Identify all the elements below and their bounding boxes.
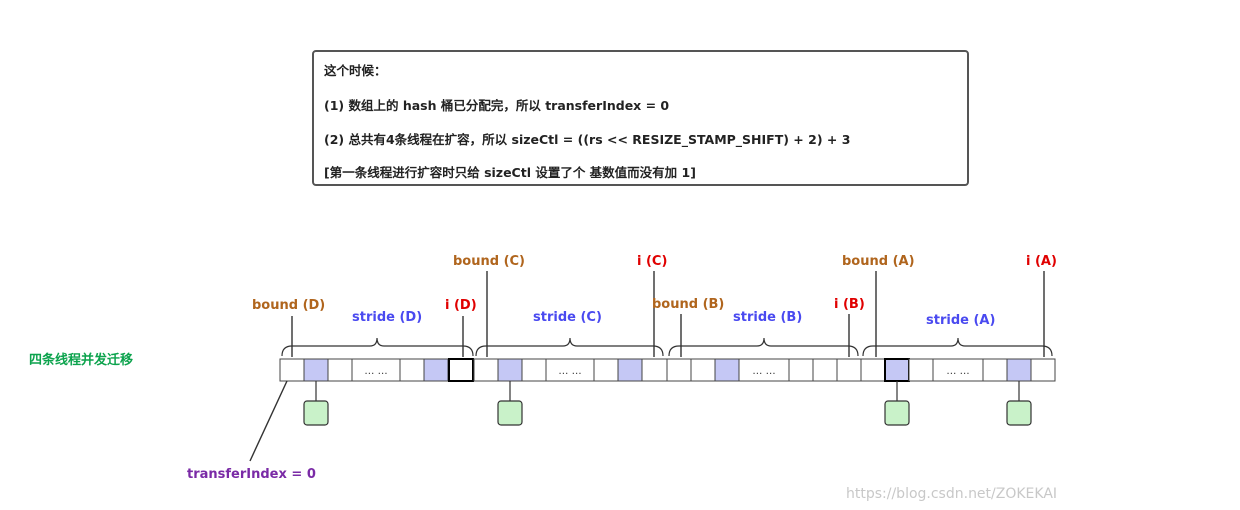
array-cell: [788, 358, 814, 382]
array-cell: [812, 358, 838, 382]
bound-b-label: bound (B): [652, 297, 725, 312]
i-c-label: i (C): [637, 254, 668, 269]
bucket-nodes: [303, 381, 1032, 426]
i-b-label: i (B): [834, 297, 865, 312]
array-cell-occupied: [1006, 358, 1032, 382]
list-node: [497, 400, 523, 426]
array-cell: [982, 358, 1008, 382]
stride-d-label: stride (D): [352, 310, 423, 325]
stride-braces: [281, 337, 1053, 357]
array-cell: [593, 358, 619, 382]
bound-a-label: bound (A): [842, 254, 915, 269]
i-d-label: i (D): [445, 298, 477, 313]
bound-c-label: bound (C): [453, 254, 526, 269]
list-node: [1006, 400, 1032, 426]
stride-a-label: stride (A): [926, 313, 996, 328]
i-a-label: i (A): [1026, 254, 1057, 269]
array-cell: [860, 358, 886, 382]
stride-b-label: stride (B): [733, 310, 803, 325]
array-cell-occupied: [303, 358, 329, 382]
array-cell-occupied: [497, 358, 523, 382]
ellipsis-text: … …: [364, 366, 387, 377]
pointer-lines: [291, 271, 1045, 357]
explanation-note: 这个时候： (1) 数组上的 hash 桶已分配完，所以 transferInd…: [312, 50, 969, 186]
brace-d: [281, 337, 474, 357]
brace-a: [862, 337, 1053, 357]
note-line-3: [第一条线程进行扩容时只给 sizeCtl 设置了个 基数值而没有加 1]: [324, 165, 696, 180]
transfer-index-label: transferIndex = 0: [187, 467, 316, 482]
note-line-1: (1) 数组上的 hash 桶已分配完，所以 transferIndex = 0: [324, 98, 670, 113]
list-node: [303, 400, 329, 426]
note-line-2: (2) 总共有4条线程在扩容，所以 sizeCtl = ((rs << RESI…: [324, 132, 851, 147]
array-cell: [327, 358, 353, 382]
transfer-index-pointer: [249, 380, 288, 462]
array-cell: [279, 358, 305, 382]
array-cell-occupied: [884, 358, 910, 382]
array-cell-occupied: [617, 358, 643, 382]
threads-label: 四条线程并发迁移: [29, 353, 134, 368]
array-cell-occupied: [714, 358, 740, 382]
array-cell-occupied: [423, 358, 449, 382]
array-cell: [399, 358, 425, 382]
array-cell: [448, 358, 474, 382]
array-cell: [473, 358, 499, 382]
array-cell: [1030, 358, 1056, 382]
array-cells: [279, 358, 1056, 382]
ellipsis-labels: … … … … … … … …: [364, 366, 969, 377]
array-cell: [690, 358, 716, 382]
ellipsis-text: … …: [946, 366, 969, 377]
array-cell: [641, 358, 668, 382]
stride-c-label: stride (C): [533, 310, 602, 325]
ellipsis-text: … …: [752, 366, 775, 377]
array-cell: [521, 358, 547, 382]
array-cell: [666, 358, 692, 382]
array-cell: [908, 358, 934, 382]
brace-c: [475, 337, 664, 357]
array-cell: [836, 358, 862, 382]
note-line-0: 这个时候：: [324, 63, 387, 78]
brace-b: [668, 337, 859, 357]
watermark: https://blog.csdn.net/ZOKEKAI: [846, 486, 1058, 502]
bound-d-label: bound (D): [252, 298, 326, 313]
ellipsis-text: … …: [558, 366, 581, 377]
list-node: [884, 400, 910, 426]
